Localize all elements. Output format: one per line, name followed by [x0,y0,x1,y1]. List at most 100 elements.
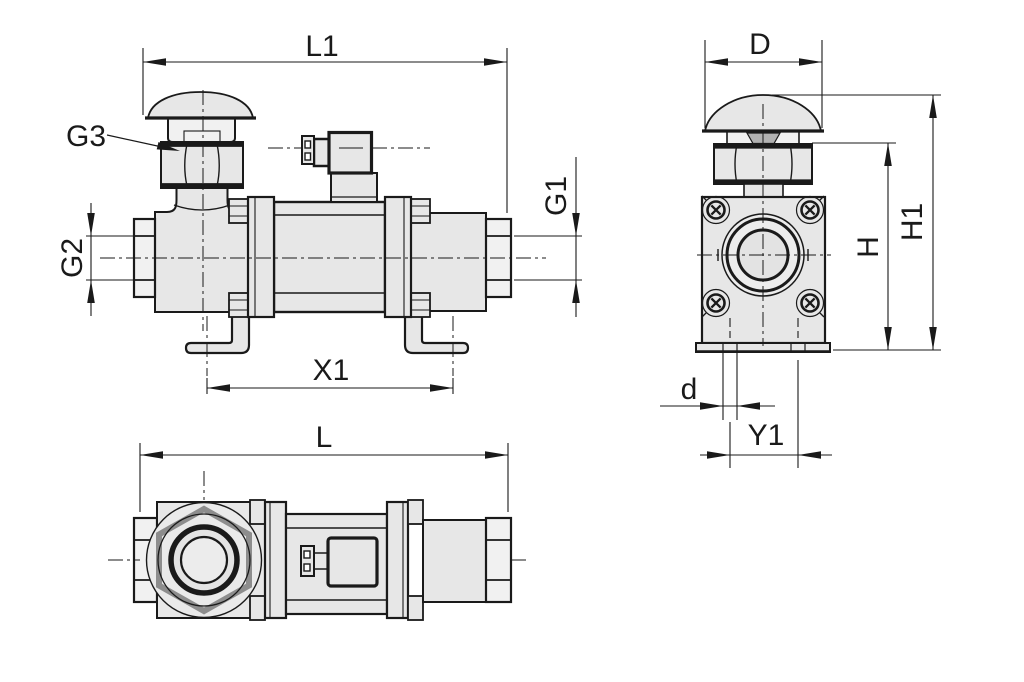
top-view [108,471,527,621]
stem-bore [179,535,229,585]
bolt-tab [407,499,424,525]
end-view [695,94,831,468]
arrowhead [430,384,453,392]
plug-slot [304,140,312,149]
thread-circle [157,513,251,607]
hex-facet-lines [184,143,220,187]
plug-link-lines [314,552,328,570]
arrowhead [929,327,937,350]
dim-l1-label: L1 [305,30,338,63]
plug-slot [303,550,311,559]
arrowhead [87,280,95,303]
mounting-foot-left [184,313,251,355]
connector-adapter [330,172,378,203]
right-flange [385,499,424,621]
plug-slot [303,563,311,572]
arrowhead [87,213,95,236]
dim-h1-label: H1 [896,203,929,241]
dim-g1-label: G1 [540,176,573,216]
dim-l1: L1 [142,30,508,213]
screw [701,195,731,225]
dim-g1: G1 [514,157,582,317]
dim-x1: X1 [207,354,453,392]
dim-lines [772,94,941,351]
bolt [228,198,249,224]
hex-band-lines [486,539,511,581]
connector-arm [312,137,331,168]
stem [167,117,236,143]
dim-lines [142,48,508,213]
arrowhead [798,451,821,459]
flange-plate [385,500,410,620]
dim-x1-label: X1 [313,354,350,387]
arrowhead [799,58,822,66]
neck-fillet-arc [173,204,231,211]
bolt-tab [249,595,266,621]
hex-nut-overlay [156,505,252,615]
dim-h: H [812,142,896,350]
bolt-bands [229,299,248,311]
cylinder-inner-lines [274,214,385,294]
arrowhead [705,58,728,66]
push-button-top [145,501,263,619]
dim-d-lower-label: d [681,373,698,406]
dome-cap [146,91,255,119]
cylinder-inner-lines [286,527,387,601]
dim-l-label: L [316,421,333,454]
bolt-tab [249,499,266,525]
hidden-hole-dashes [729,318,799,338]
dim-y1: Y1 [700,419,832,459]
dim-lines [812,142,896,350]
arrowhead [207,384,230,392]
front-view [100,90,546,394]
dim-g2-label: G2 [56,238,89,278]
hex-nut-heavy-bands [715,144,811,184]
leader-line [106,134,163,148]
screw [701,288,731,318]
right-flange-plate [383,195,413,319]
bolt-bands [411,299,430,311]
arrowhead [737,402,760,410]
cylinder-body [272,200,387,314]
bolt [410,198,431,224]
arrowhead [884,327,892,350]
arrowhead [707,451,730,459]
left-flange-plate [246,195,276,319]
flange-hole-ticks [722,344,806,352]
dim-g3-label: G3 [66,120,106,153]
bolt [228,292,249,318]
y1-ext-lines [729,360,799,468]
dim-lines [139,443,509,512]
hex-band-lines [486,235,511,281]
screw [795,195,825,225]
corner-screws [701,195,825,318]
bolt-bands [229,205,248,217]
solenoid-connector-top [300,536,379,588]
flange-plates [246,195,413,319]
arrowhead [156,142,180,151]
arrowhead [929,95,937,118]
arrowhead [572,280,580,303]
bolt-tab [407,595,424,621]
cylinder-outline [272,200,387,314]
hex-nut-heavy-bands [162,142,242,188]
dim-d-upper: D [704,28,823,128]
flange-plate [263,500,288,620]
right-port-fitting [484,516,513,604]
dim-d-upper-label: D [749,28,771,61]
connector-box [326,536,379,588]
dim-y1-label: Y1 [748,419,785,452]
dim-d-lower: d [660,373,775,410]
dim-g3: G3 [66,120,180,153]
arrowhead [884,143,892,166]
dim-h1: H1 [772,94,941,351]
foot-hole-centerlines [206,316,454,376]
arrowhead [484,58,507,66]
dim-g2: G2 [56,203,140,316]
arrowhead [143,58,166,66]
arrowhead [140,451,163,459]
bolt-bands [411,205,430,217]
bolt [410,292,431,318]
mounting-foot-right [403,313,470,355]
